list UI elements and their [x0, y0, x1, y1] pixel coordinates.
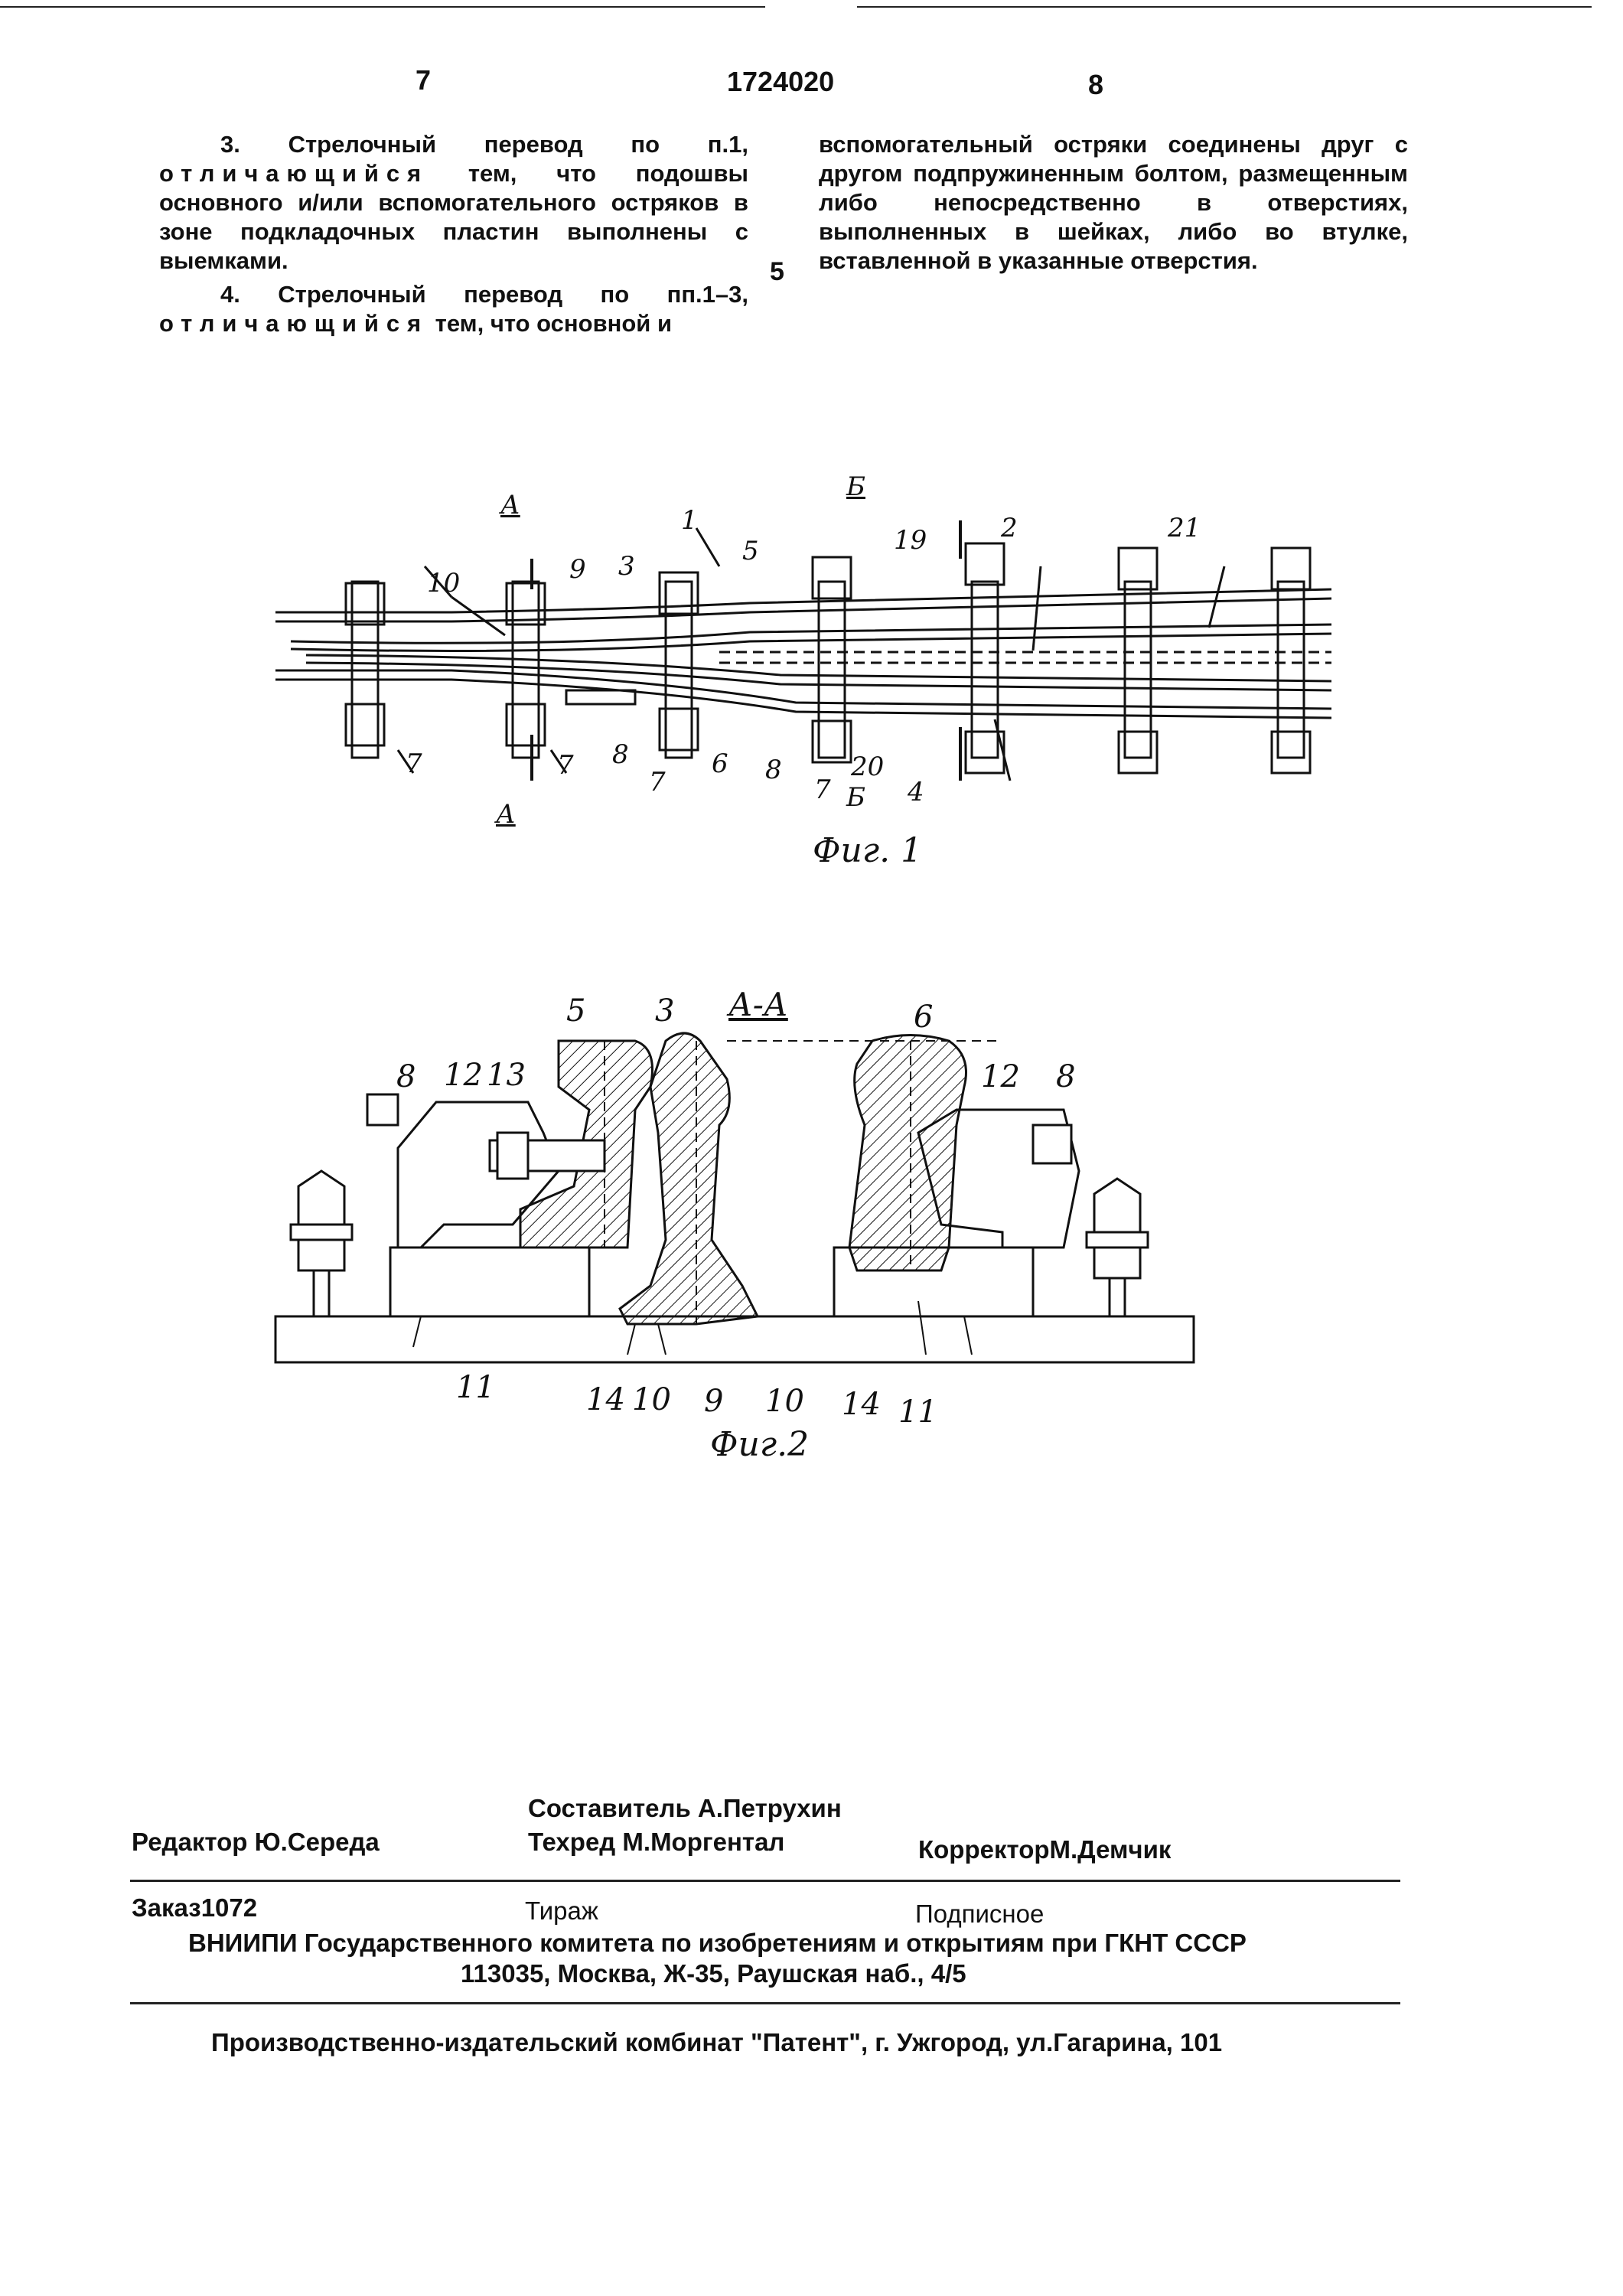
fastening-blocks-bottom	[344, 703, 1312, 775]
fig1-caption: Фиг. 1	[813, 831, 923, 870]
fig2-label-9: 9	[704, 1384, 724, 1419]
fig2-label-10a: 10	[632, 1382, 671, 1417]
figure-2-drawing	[274, 1032, 1195, 1364]
claim-3-suffix: тем, что подошвы основного и/или вспомог…	[159, 160, 748, 274]
fig1-label-8b: 8	[765, 755, 782, 785]
fig1-label-20: 20	[851, 752, 885, 782]
page-number-left: 7	[416, 64, 432, 96]
compiler: Составитель А.Петрухин	[528, 1794, 842, 1822]
fig2-label-8a: 8	[396, 1059, 416, 1094]
fig1-label-7b: 7	[557, 750, 574, 781]
wedge-8-left	[366, 1093, 399, 1127]
claim-3-spaced: отличающийся	[159, 160, 429, 187]
anchor-bolt-left	[289, 1169, 354, 1318]
claim-3-prefix: 3. Стрелочный перевод по п.1,	[220, 131, 748, 158]
fig1-label-7c: 7	[649, 767, 666, 797]
fig1-section-b-bottom: Б	[846, 782, 865, 813]
fig1-label-7d: 7	[814, 775, 831, 805]
fig1-label-3: 3	[618, 551, 635, 582]
fig1-label-2: 2	[1001, 513, 1018, 543]
wedge-8-right	[1031, 1124, 1073, 1165]
top-border-left	[0, 6, 765, 8]
patent-number: 1724020	[727, 66, 835, 97]
order-number: Заказ1072	[132, 1893, 258, 1922]
fig2-label-12b: 12	[981, 1059, 1020, 1094]
claim-4-spaced: отличающийся	[159, 310, 429, 337]
fig2-caption: Фиг.2	[710, 1425, 810, 1464]
base-plate	[274, 1315, 1195, 1364]
fig2-label-14b: 14	[842, 1387, 881, 1422]
claim-4: 4. Стрелочный перевод по пп.1–3, отличаю…	[159, 280, 748, 338]
imprint-rule-1	[130, 1880, 1400, 1882]
fig2-label-11a: 11	[456, 1370, 495, 1405]
claims-right-column: вспомогательный остряки соединены друг с…	[819, 130, 1408, 276]
fig1-label-6: 6	[712, 748, 728, 779]
fig1-label-10: 10	[427, 568, 461, 598]
claim-4-prefix: 4. Стрелочный перевод по пп.1–3,	[220, 281, 748, 308]
anchor-bolt-right	[1085, 1177, 1149, 1318]
fig2-label-8b: 8	[1056, 1059, 1076, 1094]
org-line-1: ВНИИПИ Государственного комитета по изоб…	[188, 1929, 1247, 1957]
fig2-label-11b: 11	[898, 1394, 937, 1430]
fig1-label-19: 19	[894, 525, 927, 556]
switch-blade-3	[618, 1032, 760, 1326]
fig1-label-7a: 7	[406, 748, 422, 779]
stock-rail-lower	[275, 669, 1332, 710]
fig1-section-a-bottom: А	[496, 799, 516, 830]
fig1-label-5: 5	[742, 536, 759, 566]
publisher: Производственно-издательский комбинат "П…	[211, 2028, 1223, 2056]
editor: Редактор Ю.Середа	[132, 1828, 380, 1856]
claim-4-continued: вспомогательный остряки соединены друг с…	[819, 131, 1408, 274]
fig1-section-a-top: А	[500, 490, 520, 520]
claims-left-column: 3. Стрелочный перевод по п.1, отличающий…	[159, 130, 748, 338]
stock-rail-6	[848, 1034, 967, 1272]
fig2-label-6: 6	[914, 1000, 934, 1035]
fig1-label-8a: 8	[612, 739, 629, 770]
switch-blade-aux	[305, 654, 1332, 683]
org-line-2: 113035, Москва, Ж-35, Раушская наб., 4/5	[461, 1959, 966, 1988]
fig2-label-12a: 12	[444, 1058, 483, 1093]
fig1-label-9: 9	[569, 554, 586, 585]
top-border-right	[857, 6, 1592, 8]
fig2-label-10b: 10	[765, 1384, 804, 1419]
fig2-label-3: 3	[655, 993, 675, 1029]
switch-blade-main	[290, 623, 1332, 644]
corrector: КорректорМ.Демчик	[918, 1835, 1172, 1864]
stock-rail-upper	[275, 588, 1332, 614]
figure-1-drawing	[275, 520, 1332, 781]
claim-3: 3. Стрелочный перевод по п.1, отличающий…	[159, 130, 748, 276]
fig1-label-4: 4	[908, 777, 924, 807]
page-number-right: 8	[1088, 69, 1104, 100]
pad-left	[389, 1246, 591, 1318]
subscription: Подписное	[915, 1900, 1045, 1928]
fig2-label-13: 13	[487, 1058, 526, 1093]
fig1-label-1: 1	[681, 505, 698, 536]
fig2-label-14a: 14	[586, 1382, 625, 1417]
line-marker: 5	[770, 257, 784, 286]
fig2-title: А-А	[728, 986, 788, 1023]
circulation: Тираж	[525, 1896, 598, 1925]
techred: Техред М.Моргентал	[528, 1828, 785, 1856]
fig1-section-b-top: Б	[846, 471, 865, 502]
fig1-label-21: 21	[1168, 513, 1201, 543]
claim-4-suffix: тем, что основной и	[429, 310, 673, 337]
imprint-rule-2	[130, 2002, 1400, 2004]
sleepers	[350, 580, 1305, 759]
fig2-label-5: 5	[566, 993, 586, 1029]
